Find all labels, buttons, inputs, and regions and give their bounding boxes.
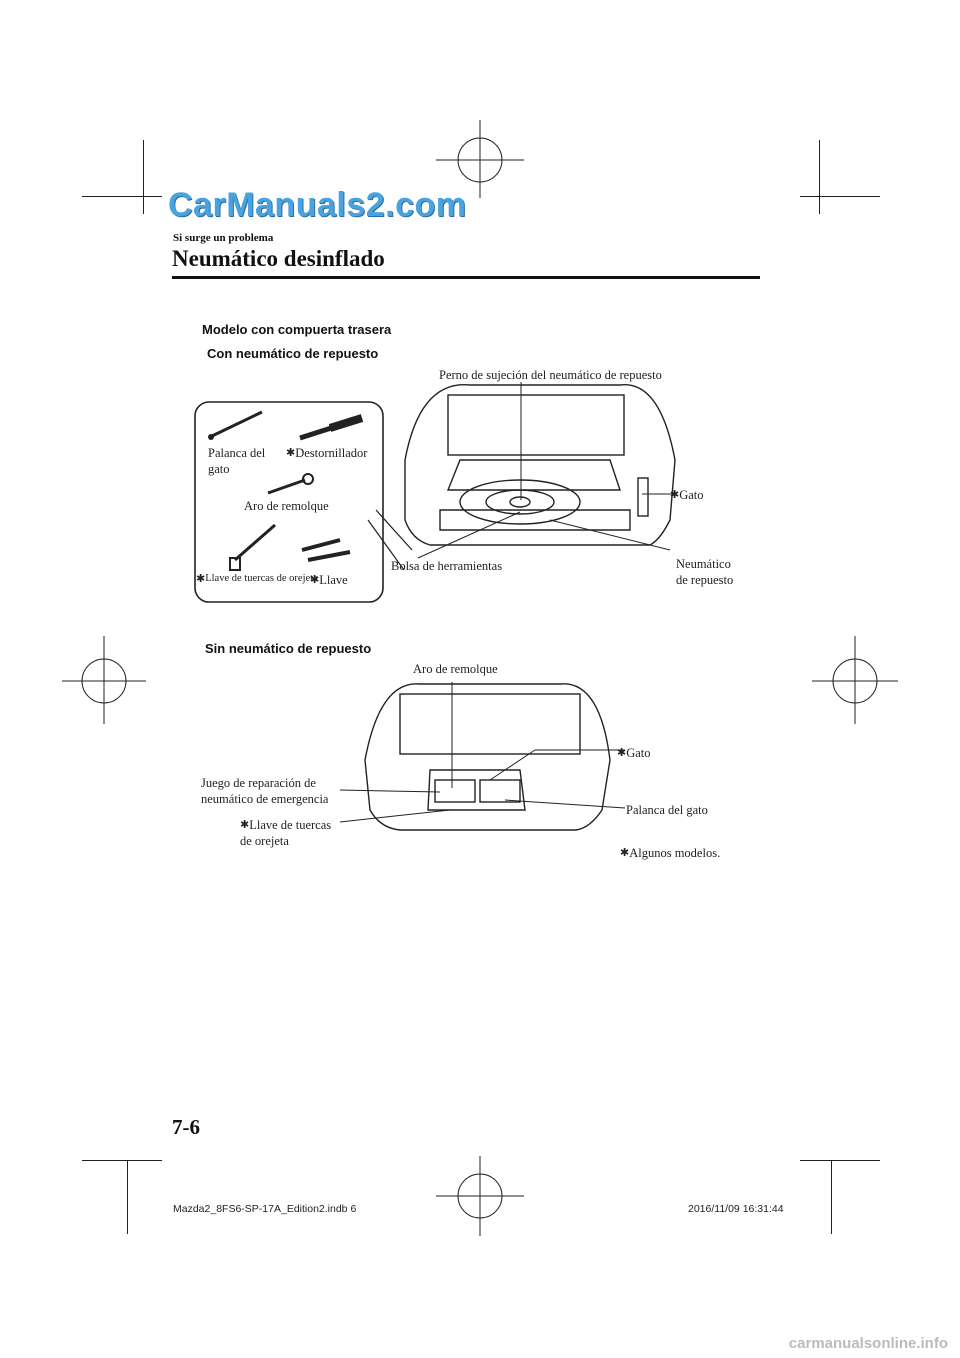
figure1-subheading: Con neumático de repuesto <box>207 346 378 361</box>
label-spare-bolt: Perno de sujeción del neumático de repue… <box>439 367 662 383</box>
figure1-heading: Modelo con compuerta trasera <box>202 322 391 337</box>
label-jack: ✱Gato <box>670 487 704 503</box>
title-rule <box>172 276 760 279</box>
car-rear-cargo <box>405 385 675 545</box>
label2-lug-wrench: ✱Llave de tuercas de orejeta <box>240 817 331 849</box>
label-screwdriver: ✱Destornillador <box>286 445 367 461</box>
watermark-logo: CarManuals2.com <box>168 186 467 225</box>
label2-some-models: ✱Algunos modelos. <box>620 845 720 861</box>
label2-tow-hook: Aro de remolque <box>413 661 498 677</box>
label2-repair-kit: Juego de reparación de neumático de emer… <box>201 775 328 807</box>
footer-date: 2016/11/09 16:31:44 <box>688 1203 784 1215</box>
jack-lever-leader-2 <box>505 800 625 808</box>
figure2-subheading: Sin neumático de repuesto <box>205 641 371 656</box>
label-spare-tire: Neumático de repuesto <box>676 556 733 588</box>
tool-bag-leader <box>418 512 520 558</box>
label-wrench: ✱Llave <box>310 572 348 588</box>
label-tow-hook: Aro de remolque <box>244 498 329 514</box>
label-lug-wrench: ✱Llave de tuercas de orejeta <box>196 571 318 587</box>
page-number: 7-6 <box>172 1115 200 1140</box>
label2-jack-lever: Palanca del gato <box>626 802 708 818</box>
lug-wrench-leader-2 <box>340 810 450 822</box>
watermark-bottom: carmanualsonline.info <box>789 1335 948 1352</box>
tow-hook-icon <box>268 480 305 493</box>
repair-kit-leader <box>340 790 440 792</box>
label-tool-bag: Bolsa de herramientas <box>391 558 502 574</box>
lug-wrench-icon <box>235 525 275 560</box>
label-jack-lever: Palanca del gato <box>208 445 265 477</box>
figure2-illustration <box>340 670 640 850</box>
section-label: Si surge un problema <box>173 232 273 244</box>
car-rear-cargo-no-spare <box>365 684 610 830</box>
jack-lever-icon <box>212 412 262 436</box>
wrench-icon <box>302 540 350 560</box>
footer-file: Mazda2_8FS6-SP-17A_Edition2.indb 6 <box>173 1203 356 1215</box>
page-title: Neumático desinflado <box>172 246 385 272</box>
label2-jack: ✱Gato <box>617 745 651 761</box>
